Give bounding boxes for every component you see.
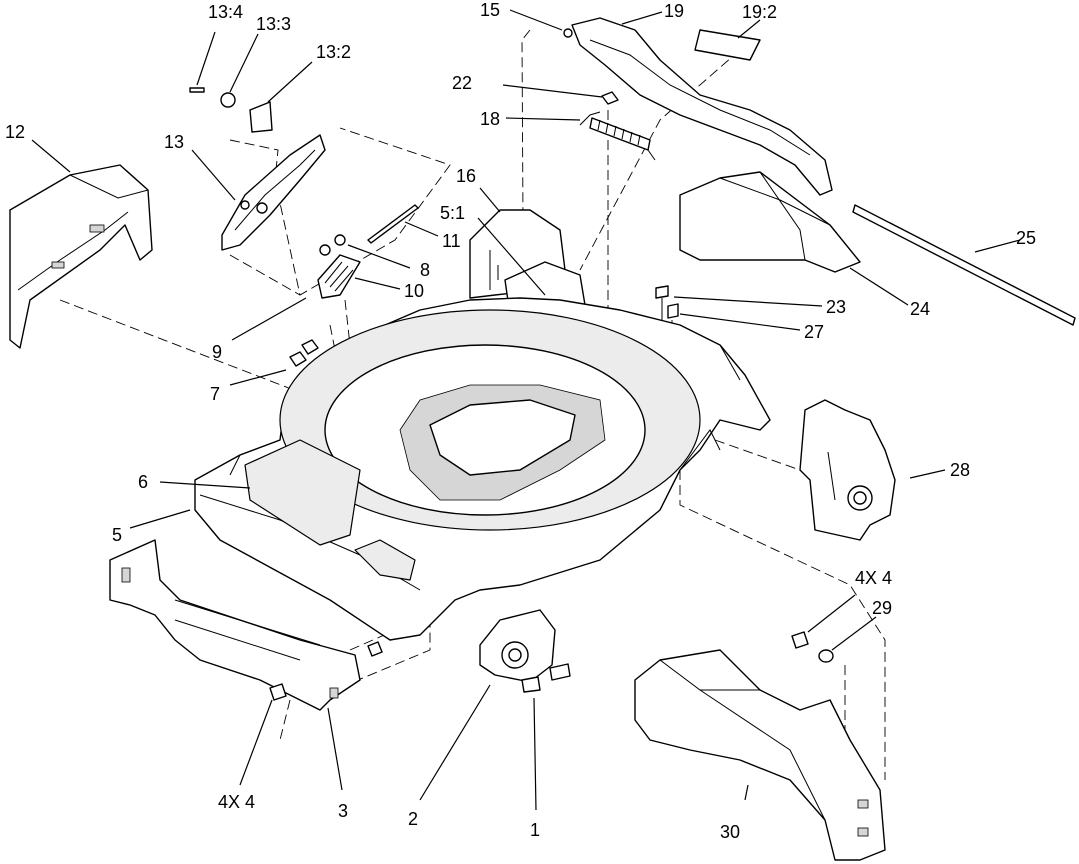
callout-1: 1 (530, 820, 540, 840)
callout-6: 6 (138, 472, 148, 492)
part-4-nut-left (269, 683, 287, 701)
callout-2: 2 (408, 809, 418, 829)
callout-11: 11 (442, 231, 461, 251)
callout-13-2: 13:2 (316, 42, 351, 62)
callout-28: 28 (950, 460, 970, 480)
callout-27: 27 (804, 322, 824, 342)
part-2-wheel-bracket (479, 609, 571, 693)
callout-5-1: 5:1 (440, 203, 465, 223)
callout-12: 12 (5, 122, 25, 142)
part-15-clip (563, 28, 573, 38)
part-29-washer (791, 631, 834, 663)
callout-22: 22 (452, 73, 472, 93)
callout-3: 3 (338, 801, 348, 821)
part-6-deck (194, 297, 771, 641)
callout-23: 23 (826, 297, 846, 317)
callout-30: 30 (720, 822, 740, 842)
callout-16: 16 (456, 166, 476, 186)
callout-24: 24 (910, 299, 930, 319)
part-13-handle-bracket (189, 87, 326, 251)
part-13-2-plate (249, 101, 273, 133)
part-28-side-plate (799, 399, 896, 541)
part-25-rod (852, 204, 1076, 326)
callout-4x4-right: 4X 4 (855, 568, 892, 588)
part-3-front-baffle (109, 539, 383, 711)
part-7-nuts (289, 339, 319, 367)
callout-4x4-left: 4X 4 (218, 792, 255, 812)
callout-labels: 13:4 13:3 13:2 15 19 19:2 12 13 22 18 16… (5, 0, 1036, 842)
callout-13-4: 13:4 (208, 2, 243, 22)
part-13-4-screw (189, 87, 205, 93)
callout-10: 10 (404, 281, 424, 301)
callout-25: 25 (1016, 228, 1036, 248)
part-30-side-cover (634, 649, 886, 861)
part-1-bolt-b (521, 676, 541, 693)
callout-7: 7 (210, 384, 220, 404)
callout-13: 13 (164, 132, 184, 152)
leader-lines (31, 9, 1021, 811)
part-10-latch (317, 254, 361, 299)
part-12-rear-guard (9, 164, 153, 349)
part-19-2-label (694, 29, 761, 61)
callout-19: 19 (664, 1, 684, 21)
part-24-bag-frame (679, 171, 861, 273)
callout-29: 29 (872, 598, 892, 618)
part-22-nut (601, 91, 619, 105)
callout-13-3: 13:3 (256, 14, 291, 34)
part-13-3-washer (220, 92, 236, 108)
part-4-nut-front (367, 641, 383, 657)
part-19-handle-top (563, 17, 833, 196)
callout-5: 5 (112, 525, 122, 545)
callout-9: 9 (212, 342, 222, 362)
part-1-bolt-a (549, 663, 571, 681)
part-18-spring (579, 111, 656, 161)
part-8-rivets (319, 234, 346, 256)
callout-18: 18 (480, 109, 500, 129)
part-27-spacer (667, 303, 679, 319)
callout-15: 15 (480, 0, 500, 20)
part-11-rod (367, 204, 419, 244)
part-4-nut-right (791, 631, 809, 649)
callout-8: 8 (420, 260, 430, 280)
callout-19-2: 19:2 (742, 2, 777, 22)
